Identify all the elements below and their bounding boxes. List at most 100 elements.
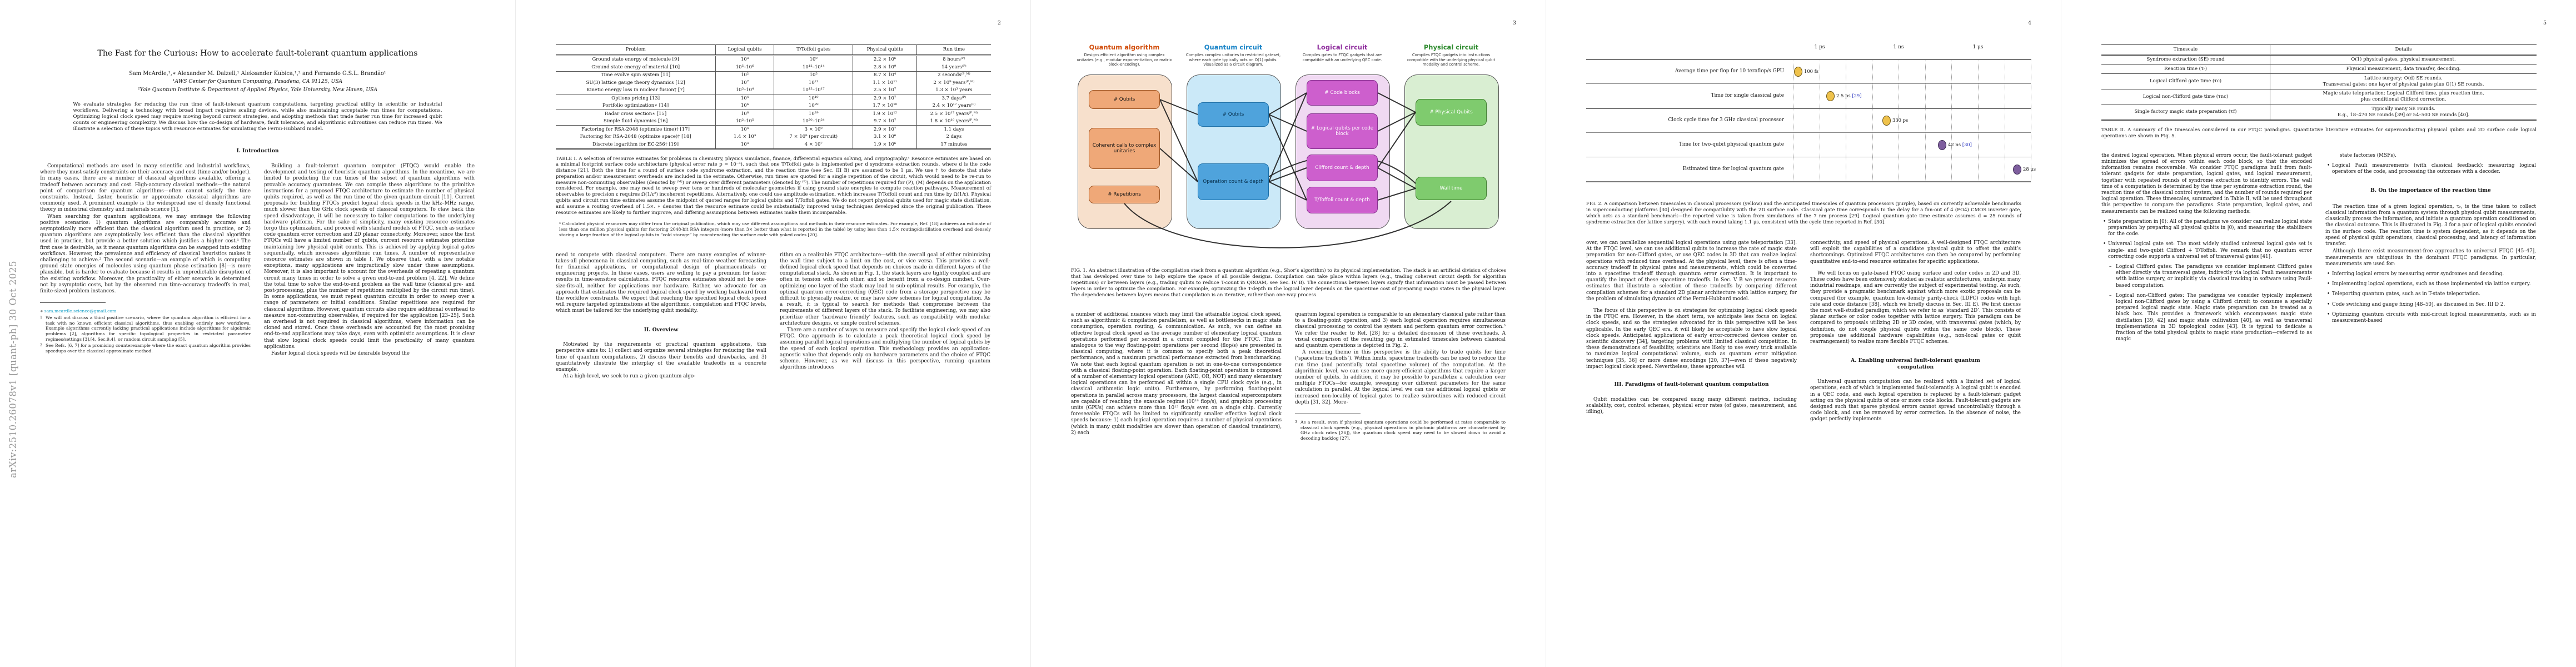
axis-tick-1ps: 1 ps [1814, 44, 1825, 50]
paragraph: quantum logical operation is comparable … [1295, 312, 1506, 349]
paragraph: A recurring theme in this perspective is… [1295, 350, 1506, 405]
fig1-col-desc: Compiles FTQC gadgets into instructions … [1407, 53, 1496, 67]
section-heading-reaction-time: B. On the importance of the reaction tim… [2370, 187, 2491, 194]
timescales-table: Timescale Details Syndrome extraction (S… [2101, 44, 2537, 121]
fig1-box-num-qubits-alg: # Qubits [1089, 90, 1160, 109]
table-row: Logical Clifford gate time (τc) Lattice … [2101, 73, 2537, 89]
arxiv-sidebar-label: arXiv:2510.26078v1 [quant-ph] 30 Oct 202… [8, 261, 18, 479]
affiliation-1: ¹AWS Center for Quantum Computing, Pasad… [172, 78, 343, 84]
page-number: 3 [1512, 20, 1516, 26]
paragraph: need to compete with classical computers… [556, 252, 766, 314]
page5-left-column: the desired logical operation. When phys… [2101, 153, 2312, 343]
gridline [1872, 59, 1873, 181]
gridline [1951, 59, 1952, 181]
page3-right-column: quantum logical operation is comparable … [1295, 312, 1506, 441]
rule [1586, 59, 2031, 60]
data-dot-two-qubit-gate [1938, 140, 1946, 150]
page-5: 5 Timescale Details Syndrome extraction … [2061, 0, 2576, 667]
table-row: Logical non-Clifford gate time (τnc) Mag… [2101, 89, 2537, 105]
fig1-col-desc: Compiles gates to FTQC gadgets that are … [1302, 53, 1382, 62]
bullet-implementing-operations: Implementing logical operations, such as… [2325, 281, 2536, 287]
page5-right-column: state factories (MSFs). Logical Pauli me… [2325, 153, 2536, 343]
page-2: 2 Problem Logical qubits T/Toffoli gates… [515, 0, 1031, 667]
bullet-mid-circuit-measurements: Optimizing quantum circuits with mid-cir… [2325, 312, 2536, 324]
axis-tick-1ns: 1 ns [1893, 44, 1904, 50]
gridline [1925, 59, 1926, 181]
fig1-box-coherent-calls: Coherent calls to complex unitaries [1089, 128, 1160, 169]
abstract: We evaluate strategies for reducing the … [73, 102, 442, 132]
fig1-box-num-qubits-circ: # Qubits [1198, 102, 1269, 127]
fig1-box-clifford-count: Clifford count & depth [1307, 155, 1378, 181]
paragraph: the desired logical operation. When phys… [2101, 152, 2312, 215]
fig1-box-repetitions: # Repetitions [1089, 186, 1160, 203]
paragraph: Universal quantum computation can be rea… [1810, 379, 2021, 422]
rule [1586, 181, 2031, 182]
subitem-logical-non-clifford: Logical non-Clifford gates: The paradigm… [2109, 293, 2312, 343]
fig1-col-title-quantum-circuit: Quantum circuit [1204, 43, 1263, 51]
page-1: arXiv:2510.26078v1 [quant-ph] 30 Oct 202… [0, 0, 515, 667]
data-dot-gpu-flop [1794, 67, 1802, 77]
affiliation-2: ²Yale Quantum Institute & Department of … [137, 86, 378, 93]
rule [1586, 108, 2031, 109]
section-heading-introduction: I. Introduction [236, 148, 279, 155]
data-dot-logical-gate [2013, 165, 2021, 175]
page-number: 4 [2027, 20, 2031, 26]
paragraph: Computational methods are used in many s… [40, 163, 251, 213]
paragraph: There are a number of ways to measure an… [780, 327, 990, 371]
table-row: Single factory magic state preparation (… [2101, 104, 2537, 121]
section-heading-enabling-ftqc: A. Enabling universal fault-tolerant qua… [1851, 357, 1980, 370]
page3-left-column: a number of additional nuances which may… [1071, 312, 1282, 441]
paragraph-continuation: state factories (MSFs). [2340, 152, 2396, 158]
page4-left-column: over, we can parallelize sequential logi… [1586, 240, 1797, 423]
footnote-3: 3 As a result, even if physical quantum … [1295, 420, 1506, 441]
fig1-container-circuit [1187, 74, 1281, 229]
table2-caption: TABLE II. A summary of the timescales co… [2101, 127, 2537, 139]
gridline [1978, 59, 1979, 181]
paragraph: a number of additional nuances which may… [1071, 312, 1282, 436]
email-link[interactable]: sam.mcardle.science@gmail.com [44, 308, 117, 314]
paragraph: Motivated by the requirements of practic… [556, 342, 766, 372]
page2-left-column: need to compete with classical computers… [556, 252, 766, 380]
page-3: 3 Quantum algorithm Quantum circuit Logi… [1030, 0, 1546, 667]
fig1-caption: FIG. 1. An abstract illustration of the … [1071, 268, 1506, 298]
page1-left-column: Computational methods are used in many s… [40, 163, 251, 357]
bullet-inferring-errors: Inferring logical errors by measuring er… [2325, 271, 2536, 277]
footnote-2: 2 See Refs. [6, 7] for a promising count… [40, 343, 251, 354]
data-dot-clock-cycle [1882, 116, 1891, 126]
rule [1586, 83, 2031, 84]
fig1-box-wall-time: Wall time [1416, 177, 1487, 200]
row-label: Time for single classical gate [1711, 93, 1784, 98]
row-label: Clock cycle time for 3 GHz classical pro… [1668, 117, 1784, 123]
row-label: Estimated time for logical quantum gate [1682, 166, 1784, 172]
paragraph: We will focus on gate-based FTQC using s… [1810, 270, 2021, 345]
fig1-box-code-blocks: # Code blocks [1307, 80, 1378, 106]
table1-footnote-a: ᵃ Calculated physical resources may diff… [559, 221, 991, 237]
paragraph: Building a fault-tolerant quantum comput… [264, 163, 475, 350]
fig1-col-title-logical-circuit: Logical circuit [1317, 43, 1368, 51]
paragraph: At a high-level, we seek to run a given … [563, 374, 696, 380]
row-label: Time for two-qubit physical quantum gate [1678, 142, 1784, 147]
footnote-email: ∗ sam.mcardle.science@gmail.com [40, 308, 251, 314]
paragraph: rithm on a realizable FTQC architecture—… [780, 252, 990, 326]
section-heading-paradigms: III. Paradigms of fault-tolerant quantum… [1614, 381, 1769, 388]
resource-estimates-table: Problem Logical qubits T/Toffoli gates P… [556, 44, 991, 150]
bullet-teleporting-gates: Teleporting quantum gates, such as in T-… [2325, 291, 2536, 297]
bullet-code-switching: Code switching and gauge fixing [48–50],… [2325, 302, 2536, 308]
table-row: Ground state energy of material [10]10⁵–… [556, 63, 991, 72]
axis-tick-1us: 1 μs [1972, 44, 1984, 50]
table1-caption: TABLE I. A selection of resource estimat… [556, 156, 991, 216]
paragraph: over, we can parallelize sequential logi… [1586, 240, 1797, 302]
rule [1586, 132, 2031, 133]
paragraph: connectivity, and speed of physical oper… [1810, 240, 2021, 265]
fig1-box-physical-qubits: # Physical Qubits [1416, 99, 1487, 126]
table-row: Factoring for RSA-2048 (optimize time)† … [556, 125, 991, 133]
paragraph: Faster logical clock speeds will be desi… [271, 351, 410, 357]
fig1-col-desc: Designs efficient algorithm using comple… [1077, 53, 1172, 67]
